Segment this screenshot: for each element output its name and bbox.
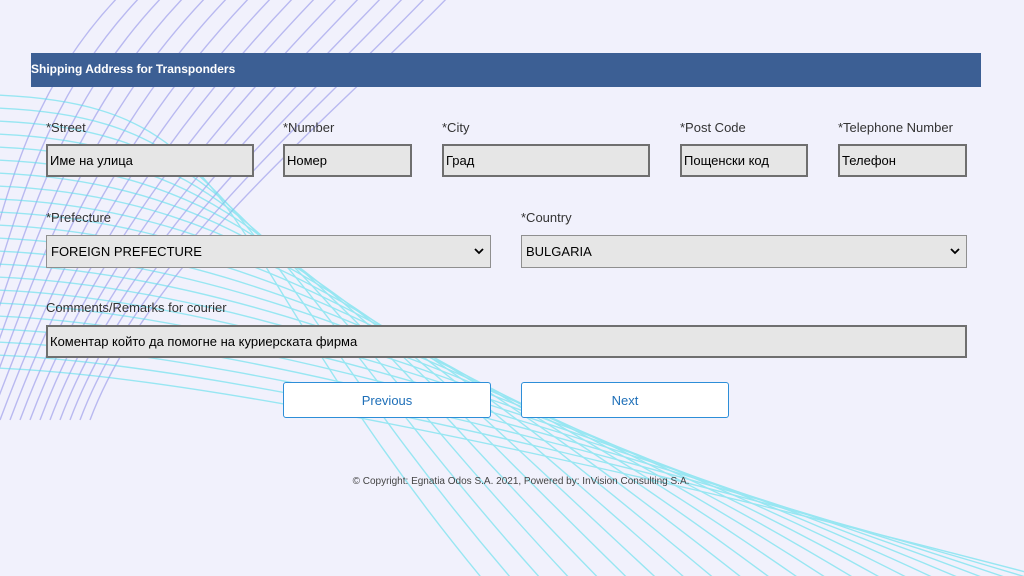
decorative-line	[0, 0, 183, 340]
section-header-bar: Shipping Address for Transponders	[31, 53, 981, 87]
post-code-input[interactable]	[680, 144, 808, 177]
number-input[interactable]	[283, 144, 412, 177]
decorative-line	[0, 0, 227, 396]
post-code-label: *Post Code	[680, 120, 746, 135]
decorative-line	[9, 0, 271, 421]
decorative-line	[0, 107, 511, 576]
comments-input[interactable]	[46, 325, 967, 358]
decorative-line	[0, 0, 117, 222]
decorative-line	[0, 0, 249, 421]
prefecture-select[interactable]: FOREIGN PREFECTURE	[46, 235, 491, 268]
street-input[interactable]	[46, 144, 254, 177]
decorative-line	[0, 185, 684, 576]
decorative-line	[0, 172, 656, 576]
decorative-line	[0, 263, 852, 576]
country-selected-value: BULGARIA	[526, 244, 592, 259]
previous-button[interactable]: Previous	[283, 382, 491, 418]
decorative-line	[0, 0, 161, 307]
next-button[interactable]: Next	[521, 382, 729, 418]
decorative-line	[0, 367, 1024, 573]
number-label: *Number	[283, 120, 335, 135]
telephone-label: *Telephone Number	[838, 120, 953, 135]
decorative-line	[0, 354, 1024, 576]
comments-label: Comments/Remarks for courier	[46, 300, 227, 315]
country-label: *Country	[521, 210, 572, 225]
copyright-footer: © Copyright: Egnatia Odos S.A. 2021, Pow…	[352, 476, 690, 487]
prefecture-label: *Prefecture	[46, 210, 112, 225]
decorative-line	[0, 276, 879, 576]
section-title: Shipping Address for Transponders	[31, 62, 236, 76]
telephone-input[interactable]	[838, 144, 967, 177]
chevron-down-icon	[950, 248, 960, 255]
city-label: *City	[442, 120, 470, 135]
chevron-down-icon	[474, 248, 484, 255]
street-label: *Street	[46, 120, 86, 135]
city-input[interactable]	[442, 144, 650, 177]
prefecture-selected-value: FOREIGN PREFECTURE	[51, 244, 202, 259]
decorative-line	[0, 211, 741, 576]
country-select[interactable]: BULGARIA	[521, 235, 967, 268]
decorative-line	[0, 0, 139, 269]
decorative-line	[0, 198, 713, 576]
